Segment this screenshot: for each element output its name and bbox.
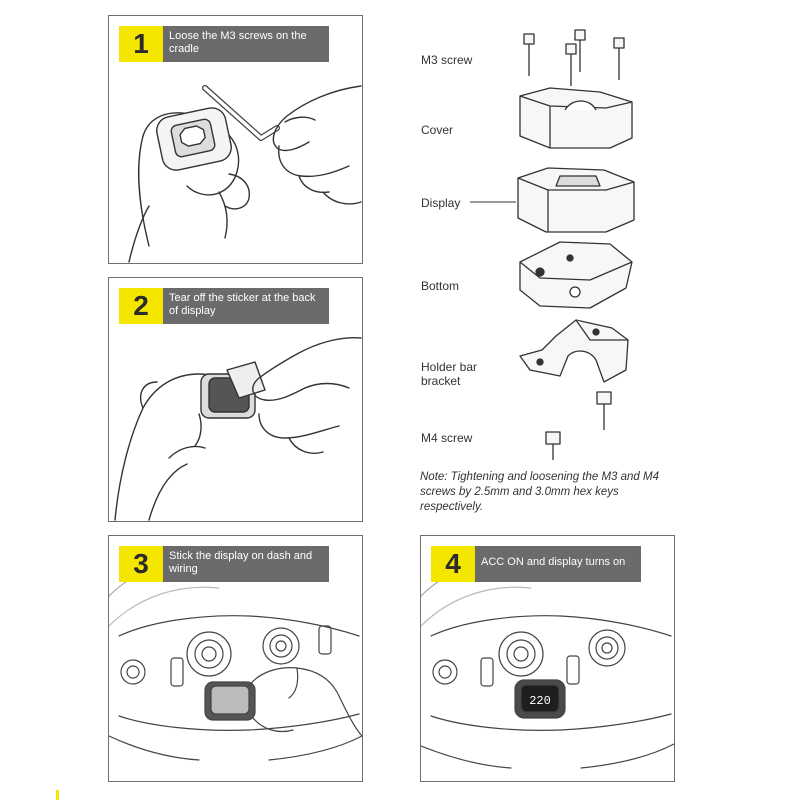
step-2-illustration bbox=[114, 336, 362, 521]
label-m4-screw: M4 screw bbox=[421, 431, 473, 445]
yellow-mark bbox=[56, 790, 59, 800]
step-2-header: 2 Tear off the sticker at the back of di… bbox=[119, 288, 329, 324]
step-4-text: ACC ON and display turns on bbox=[475, 546, 641, 582]
m4-screws bbox=[545, 391, 612, 460]
label-display: Display bbox=[421, 196, 461, 210]
step-2-panel: 2 Tear off the sticker at the back of di… bbox=[108, 277, 363, 522]
step-4-panel: 220 4 ACC ON and display turns on bbox=[420, 535, 675, 782]
step-3-panel: 3 Stick the display on dash and wiring bbox=[108, 535, 363, 782]
step-1-illustration bbox=[128, 85, 362, 263]
step-3-text: Stick the display on dash and wiring bbox=[163, 546, 329, 582]
label-bottom: Bottom bbox=[421, 279, 460, 293]
step-4-number: 4 bbox=[431, 546, 475, 582]
step-1-text: Loose the M3 screws on the cradle bbox=[163, 26, 329, 62]
exploded-parts-diagram bbox=[470, 29, 635, 460]
holder-bar-bracket-part bbox=[519, 319, 629, 383]
step-2-number: 2 bbox=[119, 288, 163, 324]
step-2-text: Tear off the sticker at the back of disp… bbox=[163, 288, 329, 324]
step-1-number: 1 bbox=[119, 26, 163, 62]
m3-screws bbox=[523, 29, 625, 86]
step-3-illustration bbox=[109, 558, 362, 761]
label-m3-screw: M3 screw bbox=[421, 53, 473, 67]
bottom-part bbox=[519, 241, 633, 309]
label-holder-bar-bracket: Holder bar bracket bbox=[421, 360, 478, 388]
display-part bbox=[517, 167, 635, 233]
label-cover: Cover bbox=[421, 123, 454, 137]
cover-part bbox=[519, 87, 633, 149]
step-3-header: 3 Stick the display on dash and wiring bbox=[119, 546, 329, 582]
step-1-header: 1 Loose the M3 screws on the cradle bbox=[119, 26, 329, 62]
step-4-header: 4 ACC ON and display turns on bbox=[431, 546, 641, 582]
display-reading: 220 bbox=[529, 694, 551, 708]
hex-key-note: Note: Tightening and loosening the M3 an… bbox=[420, 471, 660, 513]
step-1-panel: 1 Loose the M3 screws on the cradle bbox=[108, 15, 363, 264]
step-3-number: 3 bbox=[119, 546, 163, 582]
